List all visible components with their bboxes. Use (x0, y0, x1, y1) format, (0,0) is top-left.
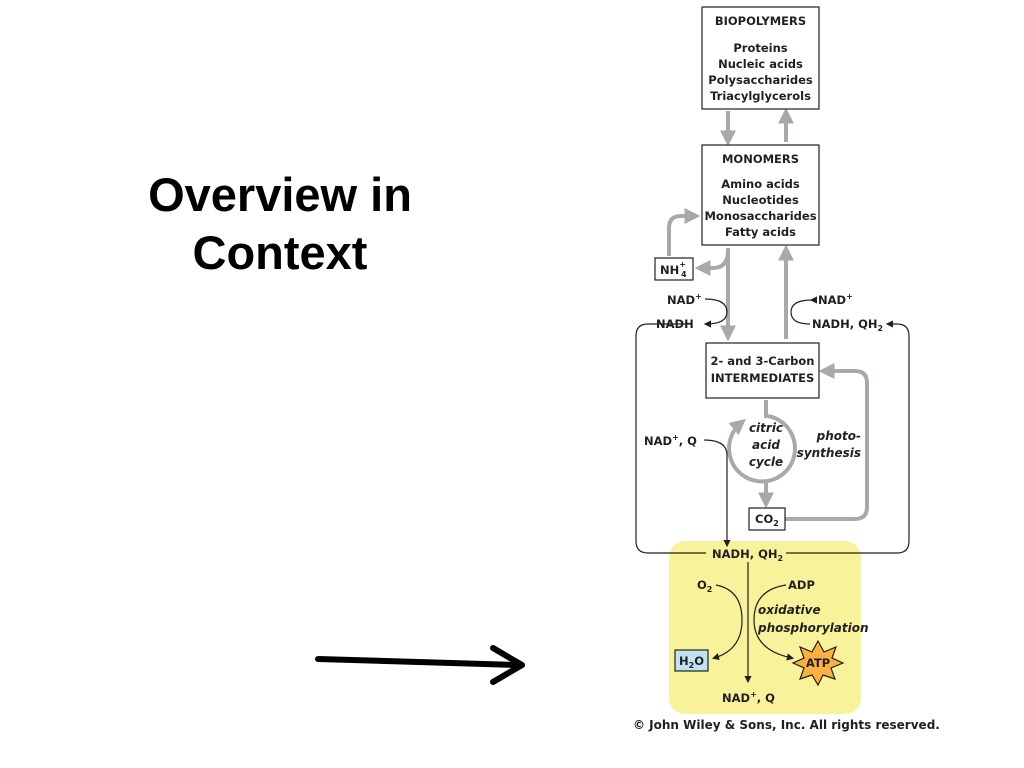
oxygen-reduction-curve (711, 584, 743, 661)
right-arrow-icon (315, 645, 525, 685)
oxygen-label: O2 (697, 578, 712, 594)
left-electron-loop (635, 323, 706, 554)
biopolymers-item-1: Proteins (733, 41, 787, 55)
biopolymers-heading: BIOPOLYMERS (715, 14, 806, 28)
monomers-heading: MONOMERS (722, 152, 799, 166)
monomers-item-1: Amino acids (721, 177, 800, 191)
ox-phos-nad-q-label: NAD+, Q (722, 690, 775, 705)
biopolymers-item-4: Triacylglycerols (710, 89, 811, 103)
monomers-item-2: Nucleotides (722, 193, 799, 207)
slide-title-line-2: Context (192, 226, 368, 279)
right-nadh-qh2-label: NADH, QH2 (812, 317, 883, 333)
monomers-item-4: Fatty acids (725, 225, 796, 239)
slide-title-line-1: Overview in (148, 168, 412, 221)
atp-synthesis-curve (753, 584, 795, 661)
carbon-dioxide-label: CO2 (755, 512, 779, 528)
biopolymers-item-2: Nucleic acids (718, 57, 803, 71)
carbon-dioxide-box (748, 507, 786, 531)
ammonium-box (654, 257, 694, 281)
adp-label: ADP (788, 578, 815, 592)
intermediates-line-1: 2- and 3-Carbon (711, 354, 815, 368)
intermediates-line-2: INTERMEDIATES (711, 371, 815, 385)
cycle-reduction-line (703, 439, 731, 548)
copyright-notice: © John Wiley & Sons, Inc. All rights res… (633, 718, 940, 732)
photosynthesis-line-2: synthesis (797, 446, 861, 460)
photosynthesis-line-1: photo- (816, 429, 861, 443)
right-nad-label: NAD+ (818, 292, 853, 307)
water-box (674, 649, 709, 672)
atp-starburst-icon (791, 639, 845, 687)
monomers-item-3: Monosaccharides (704, 209, 816, 223)
biopolymers-box (701, 6, 820, 110)
ox-phos-nadh-qh2-label: NADH, QH2 (712, 547, 783, 563)
ox-phos-label-line-2: phosphorylation (757, 621, 868, 635)
atp-label: ATP (806, 656, 830, 670)
right-nad-oxidation-curve (790, 296, 818, 325)
ammonium-label: NH+4 (660, 260, 687, 279)
ox-phos-label-line-1: oxidative (758, 603, 821, 617)
monomers-box (701, 144, 820, 246)
citric-acid-cycle-line-3: cycle (749, 455, 783, 469)
left-nadh-label: NADH (656, 317, 694, 331)
ammonium-in-arrow (667, 208, 701, 256)
cycle-nad-q-label: NAD+, Q (644, 433, 697, 448)
left-nad-label: NAD+ (667, 292, 702, 307)
water-label: H2O (679, 654, 704, 670)
slide-title: Overview in Context (110, 166, 450, 282)
citric-acid-cycle-ring (727, 414, 797, 484)
biopolymers-item-3: Polysaccharides (708, 73, 813, 87)
citric-acid-cycle-line-2: acid (752, 438, 780, 452)
photosynthesis-arrow (785, 363, 869, 521)
left-nad-reduction-curve (703, 298, 728, 328)
right-electron-loop (786, 320, 910, 554)
intermediates-box (705, 342, 820, 399)
ammonium-out-arrow (694, 249, 730, 276)
citric-acid-cycle-line-1: citric (749, 421, 783, 435)
